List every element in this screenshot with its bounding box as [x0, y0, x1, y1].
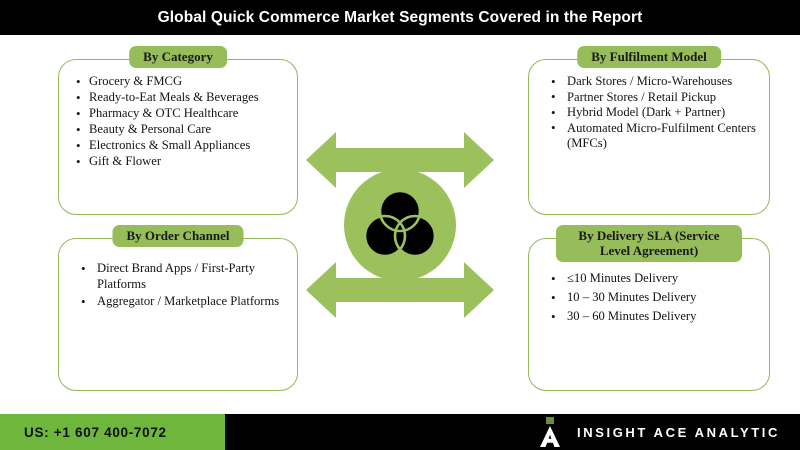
segment-list-by-delivery-sla: ≤10 Minutes Delivery 10 – 30 Minutes Del… — [529, 271, 769, 328]
segment-header-by-category: By Category — [129, 46, 227, 68]
list-item: Direct Brand Apps / First-Party Platform… — [77, 260, 287, 292]
insight-ace-a-logo-icon — [537, 417, 563, 447]
list-item: Aggregator / Marketplace Platforms — [77, 294, 287, 310]
list-item: Pharmacy & OTC Healthcare — [73, 106, 287, 122]
phone-number-banner[interactable]: US: +1 607 400-7072 — [0, 414, 225, 450]
venn-three-circles-icon — [363, 189, 437, 258]
center-hub-graphic — [300, 100, 500, 350]
list-item: ≤10 Minutes Delivery — [547, 271, 759, 287]
list-item: Ready-to-Eat Meals & Beverages — [73, 90, 287, 106]
segment-list-by-order-channel: Direct Brand Apps / First-Party Platform… — [59, 260, 297, 312]
brand-name-text: INSIGHT ACE ANALYTIC — [577, 424, 780, 440]
segment-header-by-order-channel: By Order Channel — [112, 225, 244, 247]
list-item: Partner Stores / Retail Pickup — [547, 89, 759, 106]
segment-card-by-category: By Category Grocery & FMCG Ready-to-Eat … — [58, 46, 298, 215]
segment-header-by-fulfilment-model: By Fulfilment Model — [577, 46, 721, 68]
list-item: Gift & Flower — [73, 154, 287, 170]
segment-header-by-delivery-sla: By Delivery SLA (Service Level Agreement… — [556, 225, 742, 262]
infographic-canvas: By Category Grocery & FMCG Ready-to-Eat … — [0, 35, 800, 405]
list-item: Automated Micro-Fulfilment Centers (MFCs… — [547, 120, 759, 152]
title-bar: Global Quick Commerce Market Segments Co… — [0, 0, 800, 35]
brand-lockup: INSIGHT ACE ANALYTIC — [537, 414, 780, 450]
footer-bar: US: +1 607 400-7072 INSIGHT ACE ANALYTIC — [0, 414, 800, 450]
segment-card-by-fulfilment-model: By Fulfilment Model Dark Stores / Micro-… — [528, 46, 770, 215]
segment-list-by-fulfilment-model: Dark Stores / Micro-Warehouses Partner S… — [529, 74, 769, 152]
list-item: Grocery & FMCG — [73, 74, 287, 90]
list-item: 30 – 60 Minutes Delivery — [547, 309, 759, 325]
page-title: Global Quick Commerce Market Segments Co… — [157, 8, 643, 26]
phone-number-text: US: +1 607 400-7072 — [24, 424, 167, 440]
segment-list-by-category: Grocery & FMCG Ready-to-Eat Meals & Beve… — [59, 74, 297, 171]
list-item: Electronics & Small Appliances — [73, 138, 287, 154]
segment-card-by-delivery-sla: By Delivery SLA (Service Level Agreement… — [528, 225, 770, 391]
list-item: Beauty & Personal Care — [73, 122, 287, 138]
list-item: 10 – 30 Minutes Delivery — [547, 290, 759, 306]
segment-card-by-order-channel: By Order Channel Direct Brand Apps / Fir… — [58, 225, 298, 391]
list-item: Hybrid Model (Dark + Partner) — [547, 105, 759, 121]
list-item: Dark Stores / Micro-Warehouses — [547, 74, 759, 90]
